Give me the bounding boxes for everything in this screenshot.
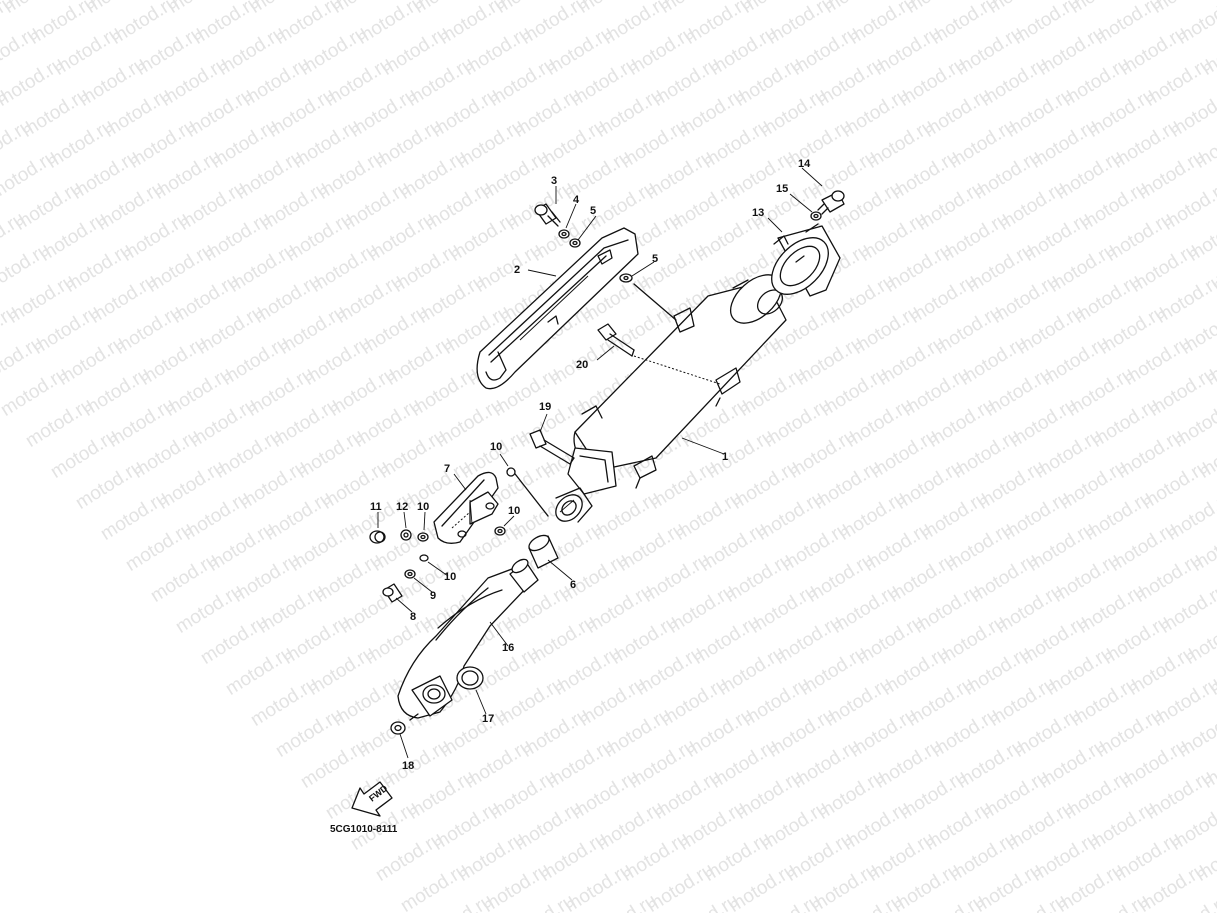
bolt-19 <box>529 429 575 465</box>
exhaust-pipe-16 <box>397 558 539 721</box>
washer-10a <box>417 532 429 542</box>
callout-5-right: 5 <box>652 253 658 265</box>
washer-10d <box>419 554 429 562</box>
dash-line-7 <box>451 511 471 529</box>
callout-15: 15 <box>776 183 788 195</box>
dash-line-20 <box>633 355 721 385</box>
bolt-8 <box>382 583 403 603</box>
bolt-20 <box>597 323 635 357</box>
callout-10-right: 10 <box>508 505 520 517</box>
callout-1: 1 <box>722 451 728 463</box>
muffler-end-cap <box>771 223 841 297</box>
callout-2: 2 <box>514 264 520 276</box>
bolt-14 <box>817 190 845 215</box>
washer-10b <box>506 467 516 477</box>
diagram-code: 5CG1010-8111 <box>330 824 398 835</box>
nut-18 <box>390 721 406 735</box>
callout-6: 6 <box>570 579 576 591</box>
fwd-arrow-icon: FWD <box>351 781 393 817</box>
bolt-3 <box>534 203 561 227</box>
gasket-17 <box>456 666 484 690</box>
callout-8: 8 <box>410 611 416 623</box>
collar-6 <box>528 534 559 569</box>
callout-10-left: 10 <box>417 501 429 513</box>
callout-11: 11 <box>370 501 382 513</box>
callout-16: 16 <box>502 642 514 654</box>
washer-5b <box>619 273 633 283</box>
callout-12: 12 <box>396 501 408 513</box>
washer-9 <box>404 569 416 579</box>
callout-10-bottom: 10 <box>444 571 456 583</box>
callout-7: 7 <box>444 463 450 475</box>
bracket-7 <box>433 471 499 544</box>
leader-5b-mount <box>633 283 677 321</box>
leader-10-muffler <box>511 469 549 517</box>
washer-12 <box>400 529 412 541</box>
callout-9: 9 <box>430 590 436 602</box>
callout-20: 20 <box>576 359 588 371</box>
nut-11 <box>369 530 386 544</box>
callout-17: 17 <box>482 713 494 725</box>
muffler-body <box>555 274 787 523</box>
callout-13: 13 <box>752 207 764 219</box>
callout-labels: 1 2 3 4 5 5 6 7 8 9 10 10 10 10 11 12 13… <box>370 158 811 772</box>
callout-5-top: 5 <box>590 205 596 217</box>
washer-10c <box>494 526 506 536</box>
callout-3: 3 <box>551 175 557 187</box>
washer-4 <box>558 229 570 239</box>
leader-lines <box>377 167 823 759</box>
callout-19: 19 <box>539 401 551 413</box>
callout-14: 14 <box>798 158 811 170</box>
callout-10-top: 10 <box>490 441 502 453</box>
heat-protector <box>476 227 639 390</box>
callout-18: 18 <box>402 760 414 772</box>
washer-15 <box>810 211 822 221</box>
callout-4: 4 <box>573 194 580 206</box>
washer-5a <box>569 238 581 248</box>
